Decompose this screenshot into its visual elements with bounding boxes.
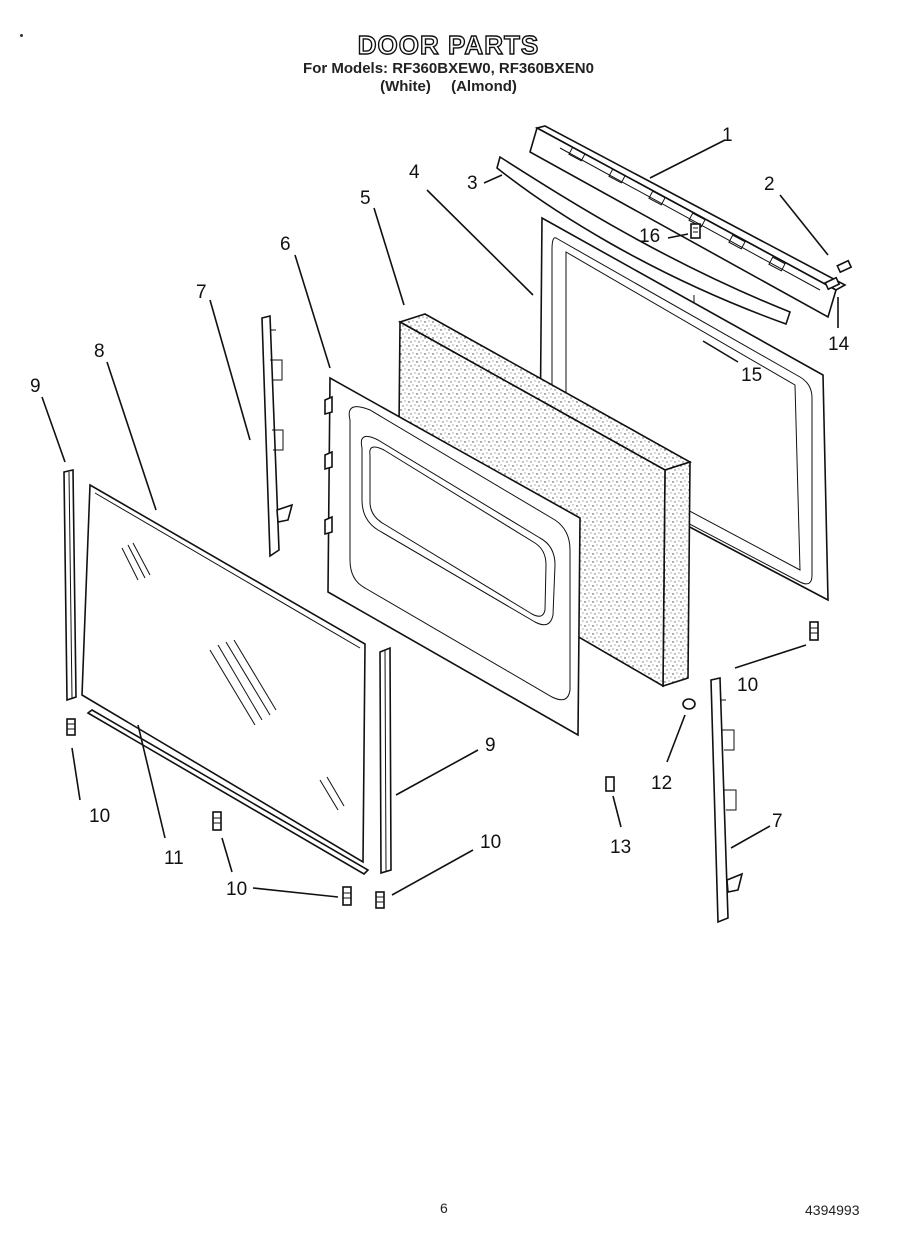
callout-4: 4 [409,162,420,183]
callout-10-center: 10 [480,832,501,853]
part-7-side-trim-left [261,314,294,558]
variant-white: (White) [380,78,431,95]
callout-12: 12 [651,773,672,794]
page-title: DOOR PARTS [357,29,540,60]
callout-5: 5 [360,188,371,209]
callout-labels: 1 2 3 4 5 6 7 8 9 9 10 10 10 10 11 12 13… [30,125,850,900]
part-10-screw-4 [375,891,385,909]
part-16-screw [690,223,701,239]
part-9-glass-channel-left [63,469,77,702]
part-8-glass-pane [81,483,366,864]
callout-1: 1 [722,125,733,146]
callout-2: 2 [764,174,775,195]
part-10-screw-5 [809,621,819,641]
stray-dot [20,34,23,37]
callout-14: 14 [828,334,850,355]
part-10-screw-3 [342,886,352,906]
callout-10-bottom: 10 [226,879,247,900]
callout-8: 8 [94,341,105,362]
callout-10-right: 10 [737,675,758,696]
part-13-clip [605,776,615,792]
variant-almond: (Almond) [451,78,517,95]
callout-10-left: 10 [89,806,110,827]
callout-7-right: 7 [772,811,783,832]
part-3-handle-strip [496,155,791,326]
callout-7-left: 7 [196,282,207,303]
document-number: 4394993 [805,1202,860,1218]
callout-9-left: 9 [30,376,41,397]
callout-13: 13 [610,837,631,858]
callout-15: 15 [741,365,762,386]
part-4-outer-door-panel [539,216,829,602]
part-12-plug [682,698,696,710]
part-7-side-trim-right [710,677,744,924]
callout-11: 11 [164,848,184,869]
page-number: 6 [440,1200,448,1216]
leader-lines [41,139,839,898]
part-1-vent-trim [529,125,847,319]
part-9-glass-channel-right [379,646,392,875]
part-10-screw-2 [212,811,222,831]
part-2-screws [824,259,853,291]
variants-line: (White) (Almond) [0,78,897,95]
callout-6: 6 [280,234,291,255]
models-line: For Models: RF360BXEW0, RF360BXEN0 [303,60,594,77]
part-11-bottom-strip [86,709,370,876]
callout-3: 3 [467,173,478,194]
callout-9-right: 9 [485,735,496,756]
callout-16: 16 [639,226,660,247]
part-10-screw-1 [66,718,76,736]
part-6-inner-door-liner [324,376,581,737]
